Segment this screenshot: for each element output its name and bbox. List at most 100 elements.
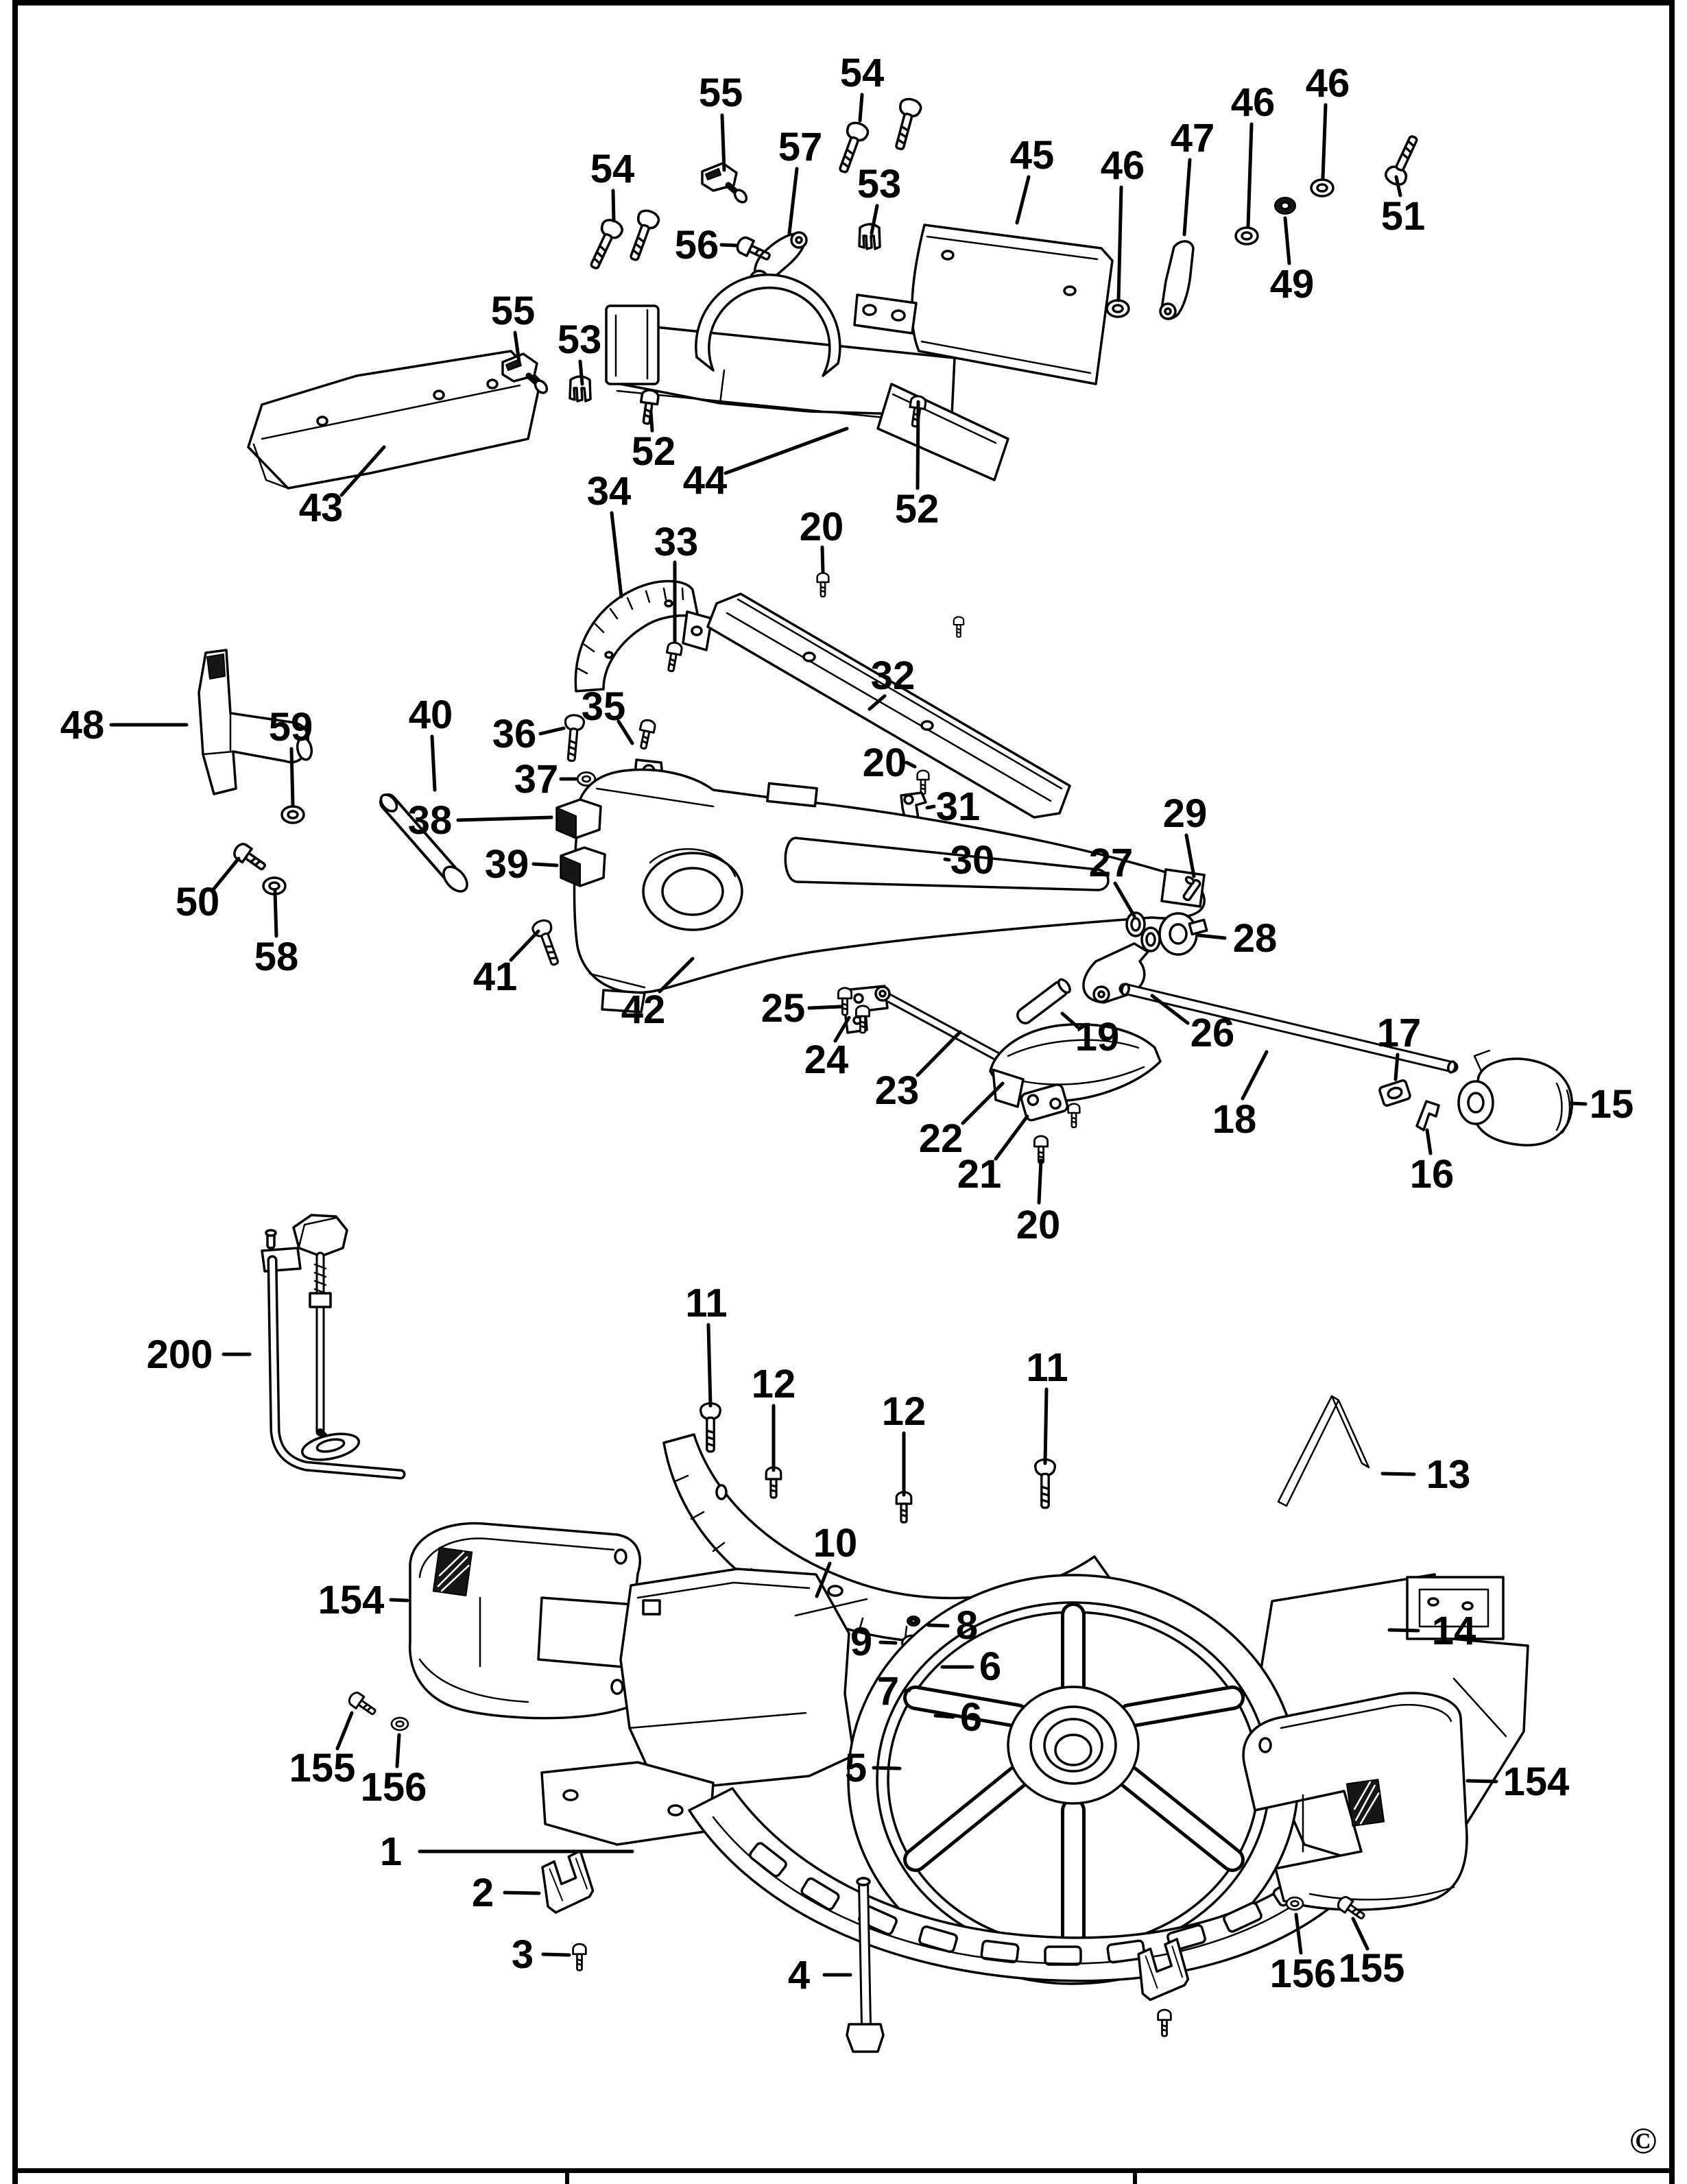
part-label-48: 48 xyxy=(60,703,105,747)
part-54-screw xyxy=(583,215,626,274)
leader-line-25 xyxy=(807,1005,843,1010)
leader-line-40 xyxy=(430,734,437,792)
part-20-screw xyxy=(953,616,965,638)
part-label-19: 19 xyxy=(1075,1015,1120,1059)
part-label-18: 18 xyxy=(1212,1097,1257,1142)
part-54-screw xyxy=(623,206,662,265)
part-label-20b: 20 xyxy=(863,741,907,785)
part-label-154a: 154 xyxy=(318,1578,385,1622)
part-label-11a: 11 xyxy=(685,1281,727,1325)
part-label-56: 56 xyxy=(675,223,719,267)
part-label-21: 21 xyxy=(957,1152,1002,1197)
part-8-nut xyxy=(907,1616,920,1627)
leader-line-41 xyxy=(509,929,540,962)
part-label-52b: 52 xyxy=(895,487,940,531)
part-label-52a: 52 xyxy=(632,429,676,474)
leader-line-21 xyxy=(994,1114,1029,1161)
page-border-top xyxy=(12,0,1675,5)
leader-line-155b xyxy=(1351,1917,1369,1951)
part-label-53a: 53 xyxy=(857,162,902,206)
part-59-washer xyxy=(280,805,305,824)
part-label-12b: 12 xyxy=(882,1389,926,1434)
part-label-41: 41 xyxy=(473,955,518,999)
leader-line-3 xyxy=(541,1952,571,1957)
leader-line-29 xyxy=(1184,833,1196,878)
leader-line-46b xyxy=(1246,122,1254,228)
part-156-washer xyxy=(390,1716,409,1731)
leader-line-24 xyxy=(833,1016,851,1043)
part-label-200: 200 xyxy=(147,1332,213,1377)
leader-line-20b xyxy=(905,760,917,769)
leader-line-53a xyxy=(870,204,879,235)
diagram-artwork xyxy=(198,95,1573,2053)
leader-line-23 xyxy=(916,1030,962,1077)
part-43-cover-plate xyxy=(247,350,542,490)
part-label-14: 14 xyxy=(1432,1609,1476,1653)
leader-line-26 xyxy=(1150,994,1190,1025)
part-12-screw xyxy=(895,1491,913,1524)
part-label-32: 32 xyxy=(871,653,916,698)
part-label-155a: 155 xyxy=(289,1746,356,1790)
part-11-screw xyxy=(1034,1458,1056,1509)
part-label-20a: 20 xyxy=(800,505,844,549)
part-label-46a: 46 xyxy=(1101,143,1145,188)
part-label-4: 4 xyxy=(788,1953,810,1997)
table-divider-left xyxy=(565,2173,569,2184)
leader-line-7 xyxy=(902,1688,911,1693)
leader-line-54b xyxy=(858,93,864,123)
part-41-bolt xyxy=(529,917,565,969)
leader-line-50 xyxy=(212,856,241,891)
leader-line-43 xyxy=(339,445,386,497)
part-19-pin xyxy=(1016,978,1071,1024)
part-label-44: 44 xyxy=(683,458,728,503)
part-48-pointer-bracket xyxy=(198,649,313,795)
part-12-screw xyxy=(765,1466,782,1499)
part-label-8: 8 xyxy=(956,1603,978,1648)
leader-line-11b xyxy=(1043,1387,1049,1465)
part-46-washer xyxy=(1310,178,1335,197)
leader-line-59 xyxy=(289,747,295,807)
part-label-59: 59 xyxy=(269,705,313,749)
part-label-28: 28 xyxy=(1233,916,1278,961)
part-label-37: 37 xyxy=(514,757,559,802)
part-label-39: 39 xyxy=(485,842,529,887)
part-49-nut xyxy=(1274,197,1296,215)
leader-line-54a xyxy=(611,189,616,223)
leader-line-11a xyxy=(706,1323,713,1408)
leader-line-38 xyxy=(456,815,553,822)
part-23-link-rod xyxy=(874,985,1016,1069)
leader-line-58 xyxy=(273,889,278,938)
part-label-51: 51 xyxy=(1381,194,1426,239)
leader-line-55b xyxy=(513,331,521,364)
part-label-17: 17 xyxy=(1377,1011,1422,1055)
leader-line-17 xyxy=(1393,1053,1400,1081)
part-34-miter-scale xyxy=(574,579,713,693)
part-27-washers xyxy=(1125,911,1161,952)
part-label-30: 30 xyxy=(950,838,995,883)
part-label-49: 49 xyxy=(1270,262,1315,307)
part-20-screw xyxy=(916,769,930,795)
part-label-13: 13 xyxy=(1426,1452,1471,1497)
part-label-34: 34 xyxy=(587,469,632,514)
leader-line-51 xyxy=(1394,175,1402,197)
part-label-33: 33 xyxy=(654,520,699,564)
leader-line-36 xyxy=(538,726,566,736)
leader-line-49 xyxy=(1283,216,1291,265)
part-label-55b: 55 xyxy=(491,289,536,333)
part-label-46c: 46 xyxy=(1306,61,1350,106)
leader-line-19 xyxy=(1060,1011,1081,1031)
part-11-screw xyxy=(699,1402,721,1453)
part-label-53b: 53 xyxy=(558,317,602,362)
part-label-3: 3 xyxy=(512,1932,534,1977)
part-label-58: 58 xyxy=(254,935,299,979)
leader-line-30 xyxy=(943,857,951,862)
part-154-cover-right xyxy=(1242,1692,1468,1911)
part-52-screw xyxy=(636,387,660,427)
part-label-50: 50 xyxy=(176,880,220,924)
part-51-screw xyxy=(1382,131,1425,189)
leader-line-46c xyxy=(1321,103,1328,180)
part-label-29: 29 xyxy=(1163,791,1208,836)
leader-line-39 xyxy=(531,862,559,867)
